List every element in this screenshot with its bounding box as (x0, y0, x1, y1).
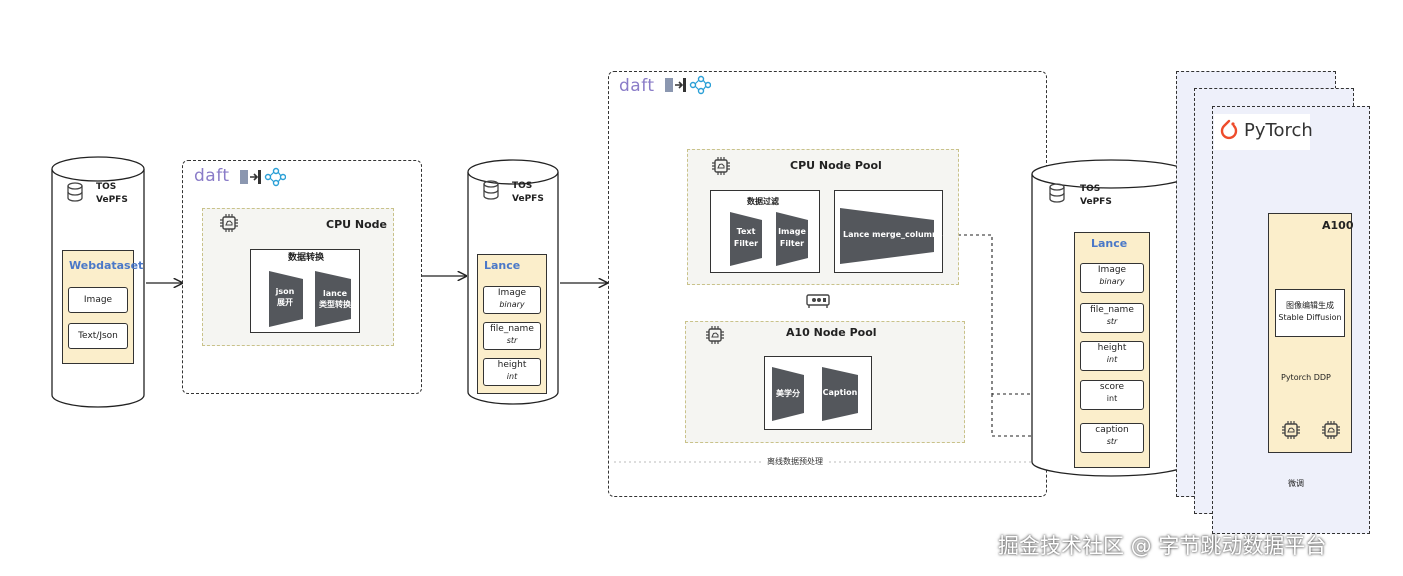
database-icon (483, 180, 499, 200)
pytorch-flame-icon (1220, 119, 1238, 140)
a100-title: A100 (1322, 219, 1354, 232)
cpu-chip-icon (220, 214, 238, 232)
ddp-label: Pytorch DDP (1281, 373, 1331, 382)
merge-columns-shape (840, 208, 934, 264)
storage-line1: TOS (1080, 184, 1101, 194)
op-json-shape (269, 271, 303, 327)
stage1-daft-frame (182, 160, 422, 394)
model-line1: 图像编辑生成 (1286, 301, 1334, 310)
lance-title: Lance (1091, 237, 1128, 250)
model-box: 图像编辑生成 Stable Diffusion (1275, 289, 1345, 337)
stage3-footer-label: 微调 (1284, 478, 1308, 489)
webdataset-box: Webdataset Image Text/Json (62, 250, 143, 364)
daft-logo: daft (619, 76, 655, 96)
lance-title: Lance (484, 259, 521, 272)
daft-logo: daft (194, 166, 230, 186)
stage2-footer-label: 离线数据预处理 (764, 456, 826, 467)
pytorch-logo-box (1214, 114, 1310, 150)
pytorch-logo-text: PyTorch (1244, 120, 1313, 141)
webdataset-title: Webdataset (69, 259, 144, 272)
model-line2: Stable Diffusion (1278, 313, 1342, 322)
text-filter-shape (730, 212, 762, 266)
aesthetic-score-shape (772, 367, 804, 421)
aesthetic-score-label: 美学分 (776, 389, 800, 398)
storage-line2: VePFS (512, 194, 544, 204)
storage-line1: TOS (512, 181, 533, 191)
storage-line2: VePFS (1080, 197, 1112, 207)
database-icon (67, 182, 83, 202)
op-lance-shape (315, 271, 351, 327)
gpu-chip-icon (706, 326, 724, 344)
storage-line1: TOS (96, 182, 117, 192)
cpu-node-title: CPU Node (326, 218, 387, 231)
gpu-chip-icon (1282, 421, 1300, 439)
caption-op-shape (822, 367, 858, 421)
data-convert-title: 数据转换 (288, 253, 325, 263)
gpu-chip-icon (1322, 421, 1340, 439)
image-filter-shape (776, 212, 808, 266)
merge-columns-label: Lance merge_columns (843, 230, 943, 239)
cpu-pool-title: CPU Node Pool (790, 159, 882, 172)
data-filter-title: 数据过滤 (747, 197, 779, 206)
daft-flow-icon (240, 167, 286, 187)
cpu-chip-icon (712, 157, 730, 175)
caption-op-label: Caption (822, 388, 858, 397)
a10-pool-title: A10 Node Pool (786, 326, 877, 339)
database-icon (1049, 183, 1065, 203)
dataset-item-image: Image (68, 287, 128, 313)
gpu-card-icon (806, 294, 830, 308)
watermark: 掘金技术社区 @ 字节跳动数据平台 (998, 534, 1327, 558)
storage-line2: VePFS (96, 195, 128, 205)
dataset-item-text-json: Text/Json (68, 323, 128, 349)
daft-flow-icon (665, 75, 711, 95)
